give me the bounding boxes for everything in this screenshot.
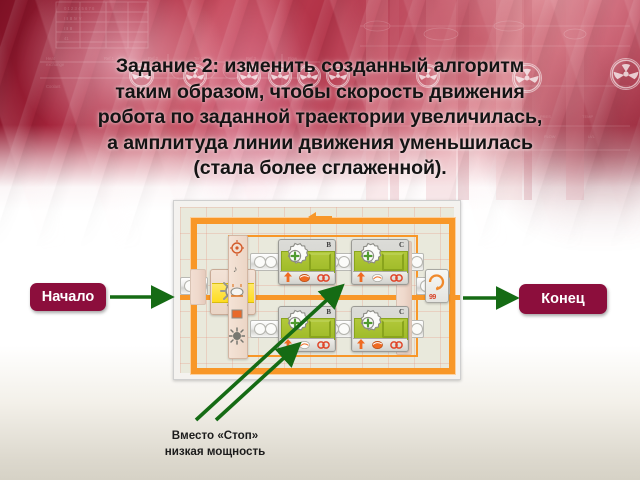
radiation-icon [326,64,350,88]
direction-forward-icon [283,269,292,285]
radiation-icon [237,64,261,88]
radiation-icon [129,63,154,88]
loop-icon [428,274,445,291]
motor-c-top-block[interactable]: C [351,239,409,285]
gear-icon [287,309,309,331]
title-line: Задание 2: изменить созданный алгоритм [115,55,525,77]
svg-text:LVL: LVL [588,134,596,139]
low-power-icon [299,336,310,352]
gear-icon [360,309,382,331]
svg-text:Coolant: Coolant [46,84,61,89]
palette-icons: ♪ [228,240,246,345]
radiation-icon [512,63,542,93]
caption-line: Вместо «Стоп» [171,429,259,442]
motor-b-bottom-block[interactable]: B [278,306,336,352]
svg-text:Sensing: Sensing [288,62,304,67]
stop-brake-icon [299,269,310,285]
svg-text:FLOW: FLOW [544,134,556,139]
unlimited-duration-icon [317,269,331,285]
connector-rail [250,320,280,338]
svg-text:Ⅰ Ⅱ Ⅲ: Ⅰ Ⅱ Ⅲ [64,26,73,31]
radiation-icon [268,64,292,88]
inner-sequence-beam [228,295,418,297]
title-line: робота по заданной траектории увеличилас… [97,106,543,128]
end-callout-label: Конец [541,291,585,307]
slide-title: Задание 2: изменить созданный алгоритм т… [30,54,610,182]
low-power-icon [372,269,383,285]
direction-forward-icon [283,336,292,352]
motor-duration-icon [309,253,331,271]
direction-forward-icon [356,336,365,352]
program-canvas[interactable]: ♪ [180,207,460,375]
svg-text:0 1 2 3 4 5 6 7 8: 0 1 2 3 4 5 6 7 8 [64,6,95,11]
rail-hole [338,323,350,335]
motor-block-footer [280,338,334,350]
svg-text:♪: ♪ [233,264,238,274]
title-line: а амплитуда линии движения уменьшилась [107,131,533,154]
unlimited-duration-icon [390,336,404,352]
radiation-icon [183,64,207,88]
svg-text:TEMP: TEMP [582,114,593,119]
unlimited-duration-icon [317,336,331,352]
svg-text:Ⅰ Ⅱ Ⅲ Ⅳ Ⅴ: Ⅰ Ⅱ Ⅲ Ⅳ Ⅴ [64,16,82,21]
svg-text:Heat: Heat [46,56,56,61]
motor-block-footer [353,338,407,350]
motor-c-bottom-block[interactable]: C [351,306,409,352]
loop-end-block[interactable]: 99 [425,269,449,303]
gear-icon [360,242,382,264]
loop-counter-label: 99 [429,294,436,301]
gear-icon [287,242,309,264]
connector-rail [250,253,280,271]
svg-text:Ter.1: Ter.1 [194,56,204,61]
motor-port-label: B [326,241,331,249]
unlimited-duration-icon [390,269,404,285]
stop-brake-icon [372,336,383,352]
motor-port-label: C [398,308,404,316]
sensor-palette[interactable]: ♪ [228,235,248,359]
loop-back-arrow-icon [308,212,316,222]
motor-block-footer [280,271,334,283]
loop-left-bar [190,269,206,305]
radiation-icon [297,64,321,88]
svg-text:exchange: exchange [46,62,65,67]
title-line: таким образом, чтобы скорость движения [115,80,525,103]
caption-line: низкая мощность [164,444,266,458]
motor-block-footer [353,271,407,283]
svg-text:Flow: Flow [288,56,298,61]
svg-text:Ref.1: Ref.1 [104,56,115,61]
start-callout[interactable]: Начало [30,283,106,311]
end-callout[interactable]: Конец [519,284,607,314]
svg-text:Ref.2: Ref.2 [148,56,159,61]
svg-text:Ref.3: Ref.3 [246,56,257,61]
radiation-icon [610,58,640,90]
title-line: (стала более сглаженной). [193,157,447,179]
motor-port-label: B [326,308,331,316]
radiation-icon [416,64,440,88]
start-callout-label: Начало [41,289,95,305]
rail-hole [265,323,277,335]
pipes-decoration: PRES TEMP FLOW LVL [360,0,630,200]
rail-hole [411,256,423,268]
motor-duration-icon [382,253,404,271]
rail-hole [265,256,277,268]
svg-text:41: 41 [64,36,69,41]
motor-duration-icon [382,320,404,338]
svg-text:PRES: PRES [540,114,551,119]
loop-back-arrow-tail [316,216,332,219]
motor-port-label: C [398,241,404,249]
caption-text: Вместо «Стоп» низкая мощность [110,428,320,459]
motor-b-top-block[interactable]: B [278,239,336,285]
nxt-program-panel[interactable]: ♪ [173,200,461,380]
direction-forward-icon [356,269,365,285]
rail-hole [411,323,423,335]
rail-hole [338,256,350,268]
